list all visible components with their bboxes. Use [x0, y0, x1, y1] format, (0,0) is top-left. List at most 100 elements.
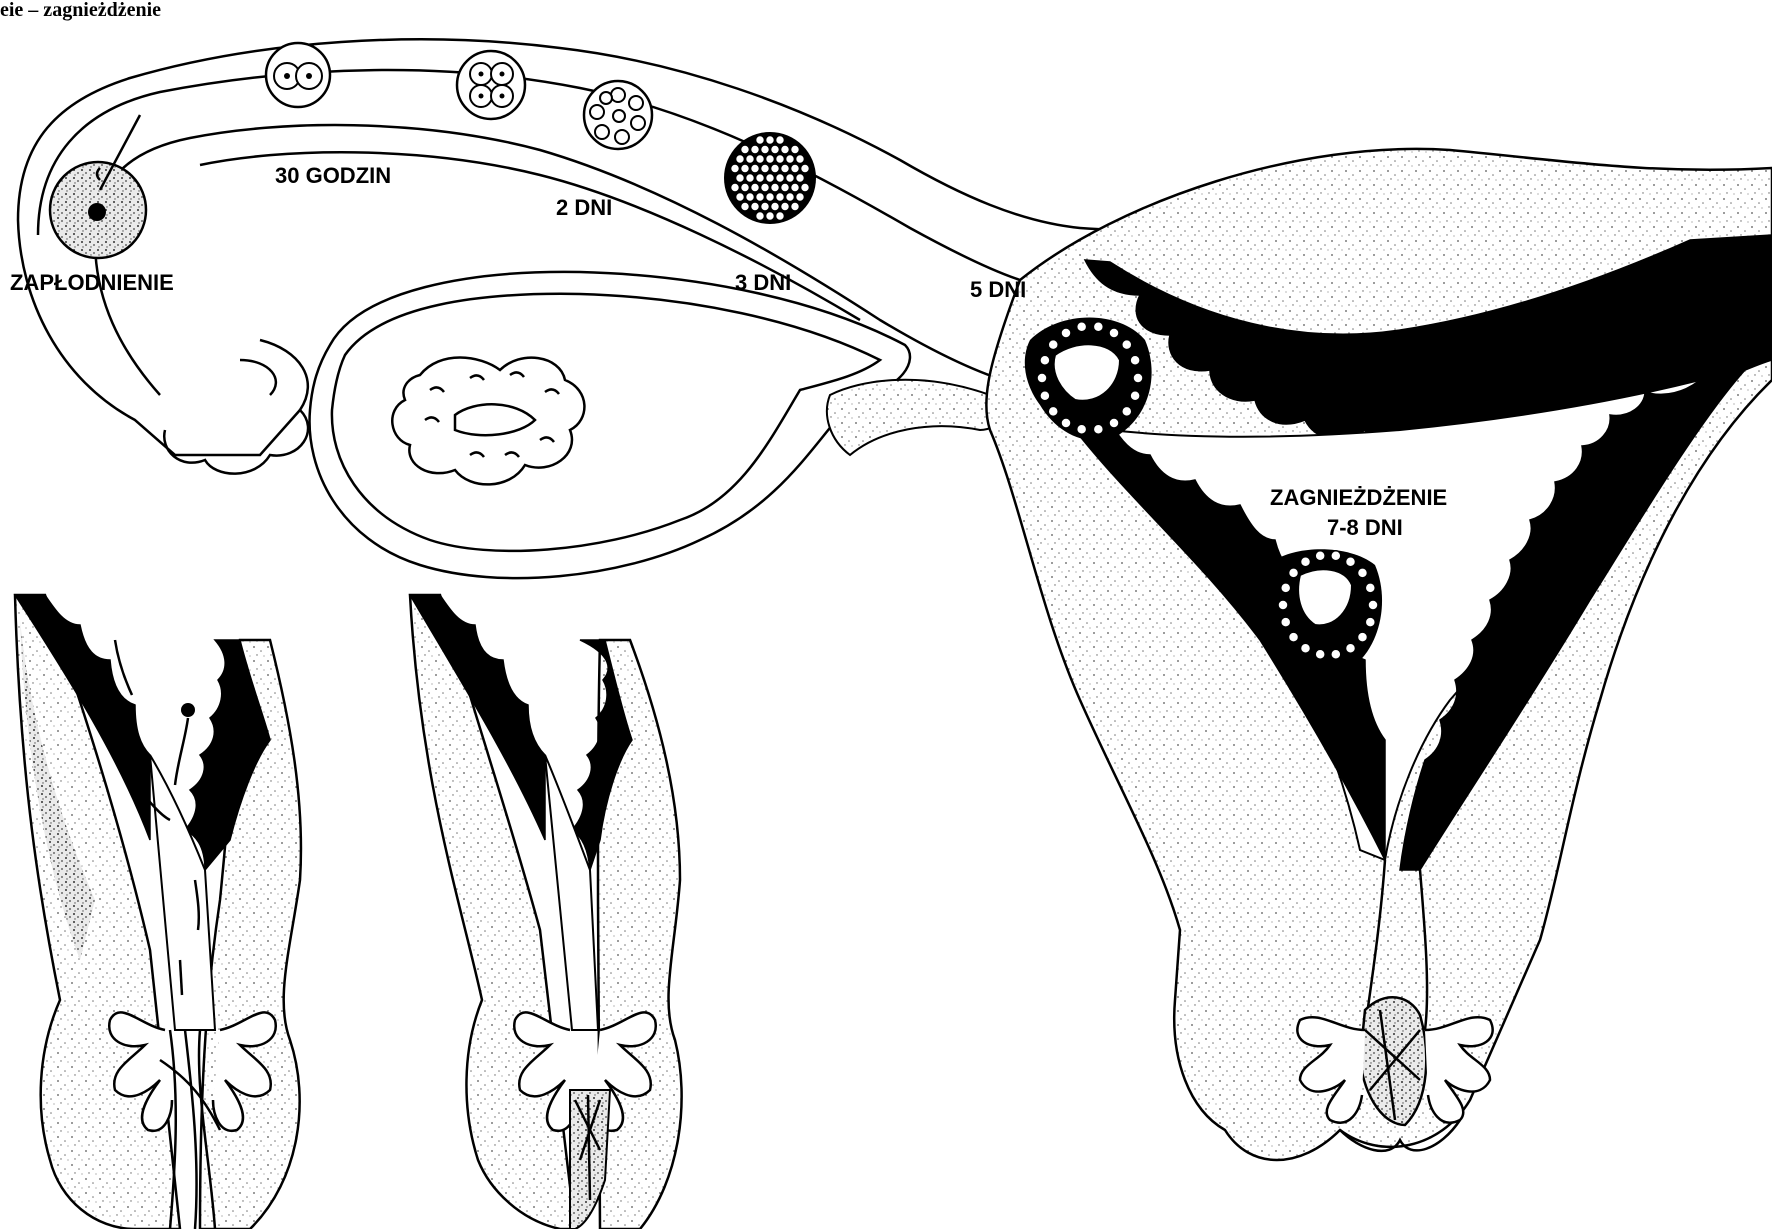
cell-dot	[771, 164, 779, 172]
cell-dot	[771, 202, 779, 210]
cell-dot	[1048, 406, 1058, 416]
cell-dot	[776, 212, 784, 220]
cell-dot	[796, 155, 804, 163]
cell-dot	[781, 164, 789, 172]
cell-dot	[736, 155, 744, 163]
cell-dot	[776, 155, 784, 163]
cell-dot	[1331, 551, 1341, 561]
cell-dot	[1331, 649, 1341, 659]
two-cell-stage	[266, 43, 330, 107]
cell-dot	[1368, 600, 1378, 610]
cell-dot	[796, 174, 804, 182]
cervix-closed-view	[410, 595, 682, 1229]
cell-dot	[1048, 340, 1058, 350]
cell-dot	[781, 145, 789, 153]
cell-dot	[1365, 583, 1375, 593]
cell-dot	[751, 183, 759, 191]
cell-dot	[791, 183, 799, 191]
cell-dot	[741, 202, 749, 210]
cell-dot	[776, 193, 784, 201]
cell-dot	[781, 183, 789, 191]
label-30-hours: 30 GODZIN	[275, 163, 391, 188]
cell-dot	[741, 164, 749, 172]
cell-dot	[756, 212, 764, 220]
cell-dot	[731, 183, 739, 191]
cell-dot	[1130, 355, 1140, 365]
cell-dot	[1278, 600, 1288, 610]
cell-dot	[771, 145, 779, 153]
cell-dot	[1040, 391, 1050, 401]
cell-dot	[1109, 328, 1119, 338]
cell-dot	[756, 136, 764, 144]
cell-dot	[766, 136, 774, 144]
cell-dot	[736, 193, 744, 201]
cell-dot	[741, 183, 749, 191]
cell-dot	[791, 145, 799, 153]
cell-dot	[761, 145, 769, 153]
cell-dot	[1061, 418, 1071, 428]
cell-dot	[1122, 406, 1132, 416]
cell-dot	[1093, 424, 1103, 434]
eight-cell-stage	[584, 81, 652, 149]
cell-dot	[1281, 617, 1291, 627]
cell-dot	[761, 183, 769, 191]
cell-dot	[1357, 568, 1367, 578]
cell-dot	[786, 174, 794, 182]
cell-dot	[766, 212, 774, 220]
cell-dot	[1281, 583, 1291, 593]
cell-dot	[801, 164, 809, 172]
cell-dot	[756, 155, 764, 163]
cell-dot	[1037, 373, 1047, 383]
cell-dot	[1133, 373, 1143, 383]
cell-dot	[756, 193, 764, 201]
cell-dot	[746, 174, 754, 182]
label-implantation-days: 7-8 DNI	[1327, 515, 1403, 540]
cell-dot	[1109, 418, 1119, 428]
cell-dot	[1365, 617, 1375, 627]
cell-dot	[746, 193, 754, 201]
cell-dot	[1077, 322, 1087, 332]
cell-dot	[756, 174, 764, 182]
cell-dot	[741, 145, 749, 153]
cell-dot	[791, 202, 799, 210]
cell-dot	[771, 183, 779, 191]
label-implantation: ZAGNIEŻDŻENIE	[1270, 485, 1447, 510]
cell-dot	[776, 136, 784, 144]
cell-dot	[1301, 557, 1311, 567]
cell-dot	[751, 145, 759, 153]
label-fertilization: ZAPŁODNIENIE	[10, 270, 174, 295]
cell-dot	[746, 155, 754, 163]
cell-dot	[786, 155, 794, 163]
cell-dot	[781, 202, 789, 210]
cell-dot	[766, 174, 774, 182]
cell-dot	[796, 193, 804, 201]
cervix-sperm-view	[15, 595, 301, 1229]
cell-dot	[1289, 632, 1299, 642]
cell-dot	[1077, 424, 1087, 434]
cell-dot	[801, 183, 809, 191]
label-3-days: 3 DNI	[735, 270, 791, 295]
cell-dot	[761, 202, 769, 210]
cell-dot	[731, 164, 739, 172]
cell-dot	[1040, 355, 1050, 365]
cell-dot	[766, 193, 774, 201]
cell-dot	[791, 164, 799, 172]
cell-dot	[736, 174, 744, 182]
label-2-days: 2 DNI	[556, 195, 612, 220]
zygote-stage	[50, 115, 146, 258]
cell-dot	[1301, 643, 1311, 653]
ovary	[310, 272, 1001, 578]
label-5-days: 5 DNI	[970, 277, 1026, 302]
cell-dot	[1315, 551, 1325, 561]
cell-dot	[1357, 632, 1367, 642]
cell-dot	[751, 202, 759, 210]
uterus	[986, 149, 1772, 1160]
cell-dot	[761, 164, 769, 172]
cell-dot	[1346, 557, 1356, 567]
cell-dot	[766, 155, 774, 163]
four-cell-stage	[457, 51, 525, 119]
cell-dot	[1093, 322, 1103, 332]
cell-dot	[786, 193, 794, 201]
cell-dot	[1289, 568, 1299, 578]
